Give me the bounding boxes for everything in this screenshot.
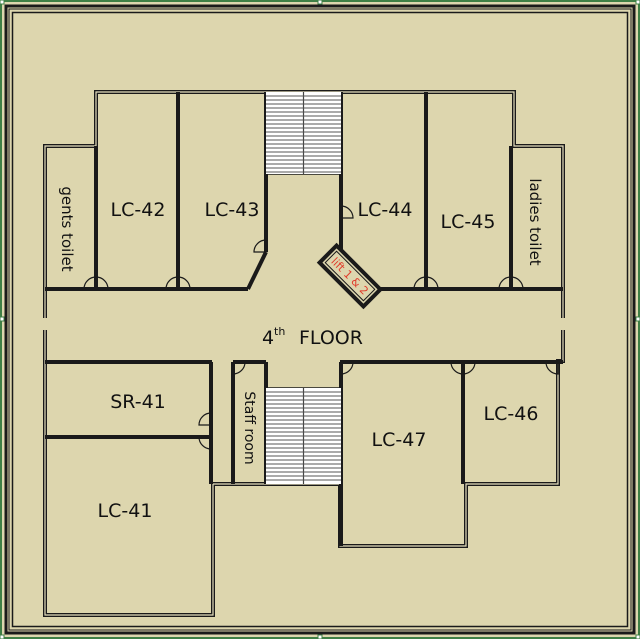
room-lc-45: LC-45	[441, 211, 496, 233]
room-lc-43: LC-43	[205, 199, 260, 221]
room-lc-41: LC-41	[98, 500, 153, 522]
room-ladies-toilet: ladies toilet	[526, 178, 544, 265]
staircase-bottom	[266, 388, 341, 484]
room-staff-room: Staff room	[241, 391, 257, 464]
floor-ordinal-suffix: th	[274, 325, 285, 338]
floor-label: 4 th FLOOR	[262, 325, 363, 349]
building-outline	[43, 90, 565, 617]
room-lc-47: LC-47	[372, 429, 427, 451]
room-lc-44: LC-44	[358, 199, 413, 221]
staircase-top	[266, 92, 341, 174]
room-sr-41: SR-41	[110, 391, 166, 413]
outer-boundary	[4, 4, 636, 635]
doors	[42, 205, 566, 450]
floor-word: FLOOR	[299, 327, 363, 349]
room-gents-toilet: gents toilet	[58, 186, 76, 271]
room-lc-42: LC-42	[111, 199, 166, 221]
lift-shaft: lift 1 & 2	[316, 242, 384, 310]
floor-number: 4	[262, 327, 274, 349]
room-lc-46: LC-46	[484, 403, 539, 425]
room-labels: LC-42 LC-43 LC-44 LC-45 LC-46 LC-47 LC-4…	[58, 178, 544, 522]
